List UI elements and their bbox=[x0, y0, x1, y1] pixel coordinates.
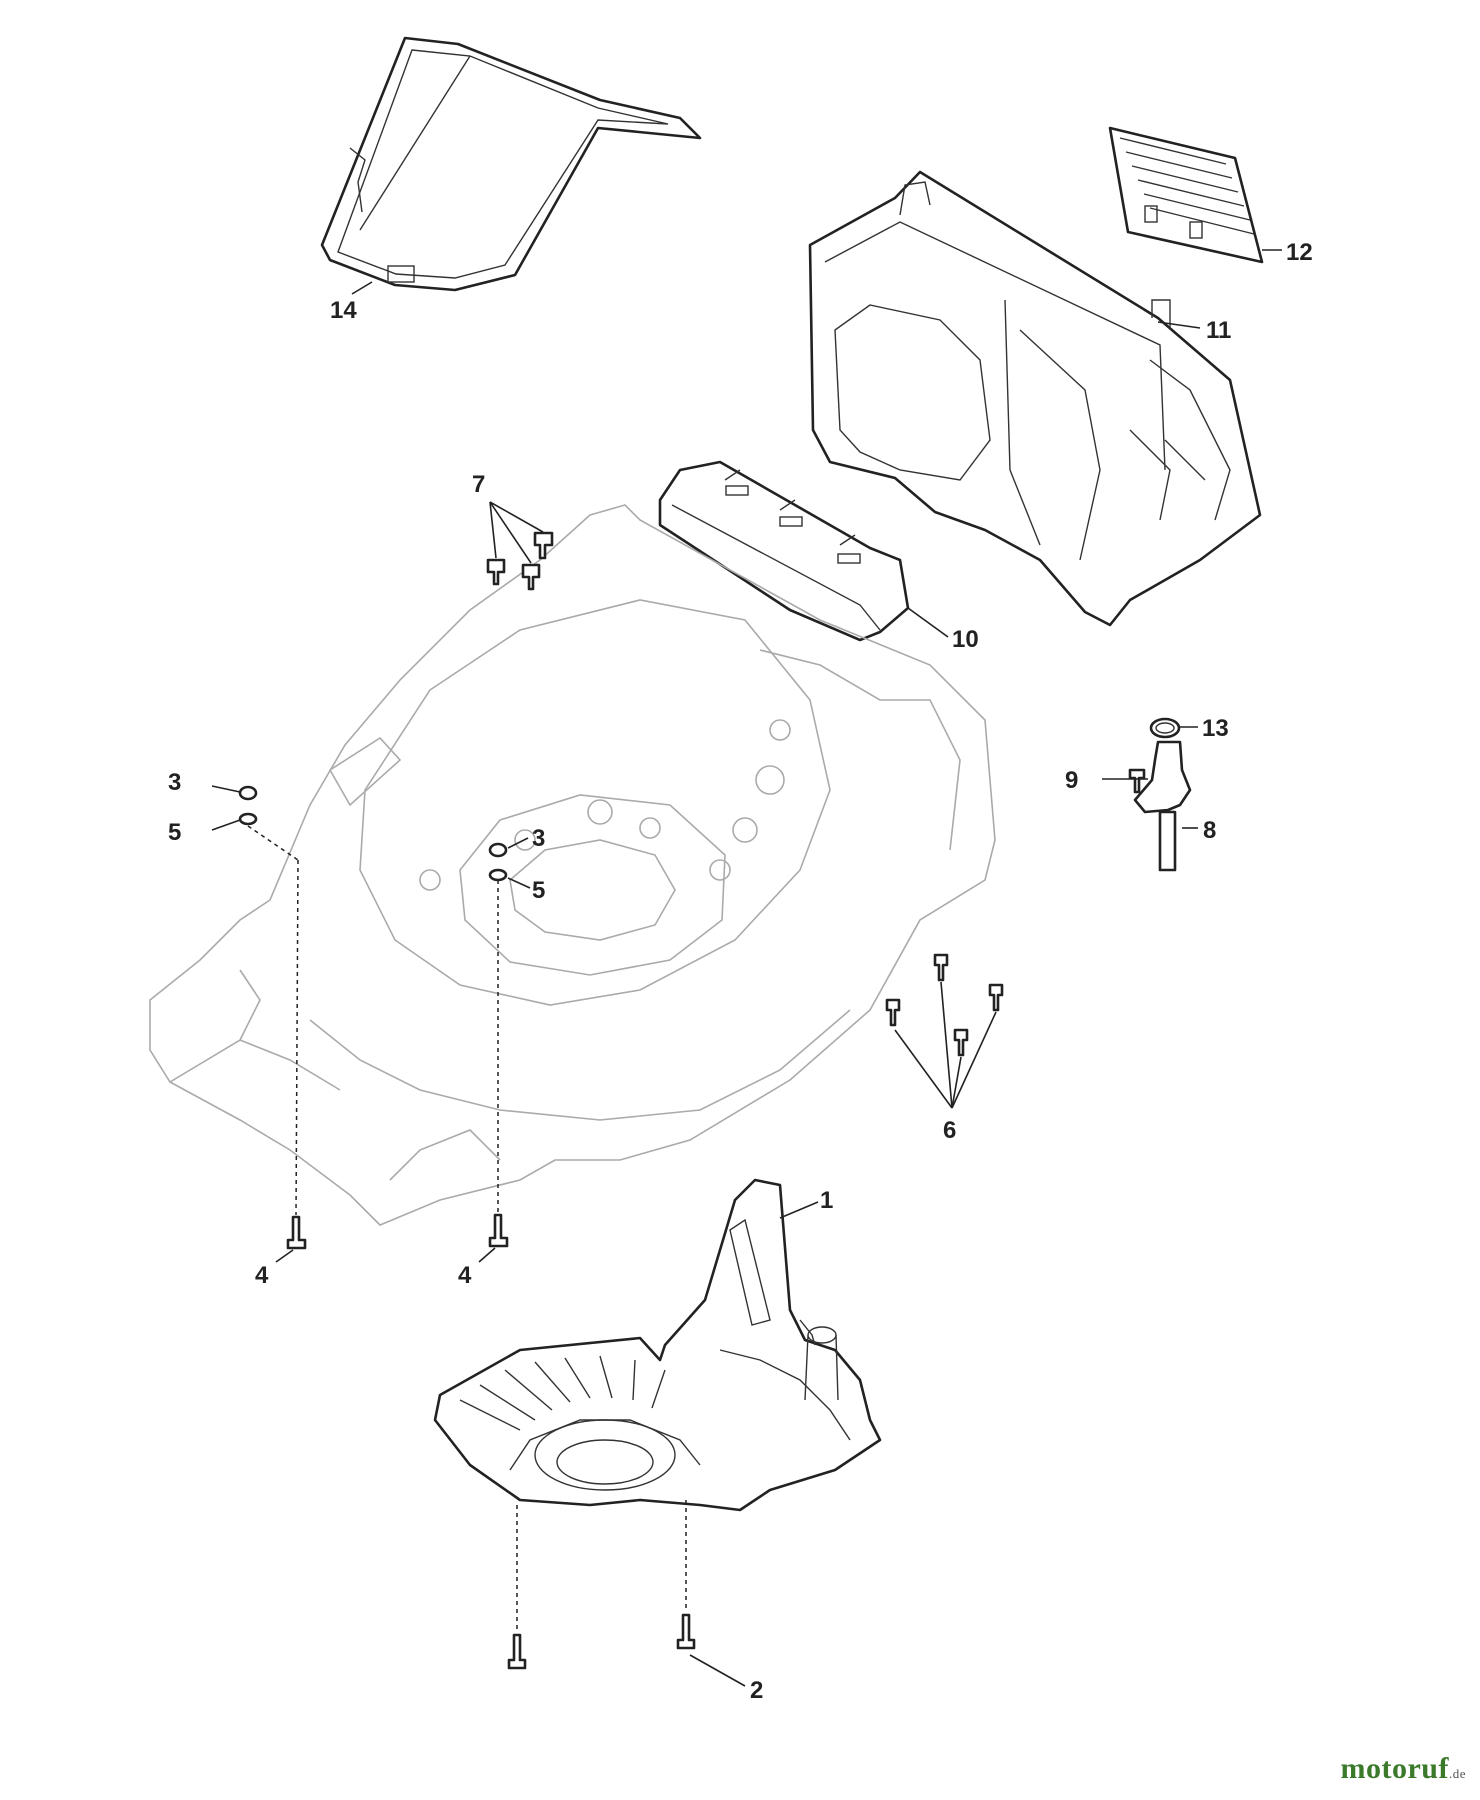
callout-11: 11 bbox=[1206, 317, 1231, 344]
callout-10: 10 bbox=[952, 626, 979, 653]
part-2-screws bbox=[507, 1613, 696, 1670]
watermark-brand: motoruf bbox=[1340, 1752, 1449, 1785]
callout-12: 12 bbox=[1286, 239, 1313, 266]
part-12-grille bbox=[1108, 126, 1264, 264]
callout-9: 9 bbox=[1065, 767, 1078, 794]
callout-5-left: 5 bbox=[168, 819, 181, 846]
callout-4-center: 4 bbox=[458, 1262, 472, 1289]
leader-lines bbox=[211, 249, 1282, 1687]
callout-4-left: 4 bbox=[255, 1262, 269, 1289]
watermark-logo: motoruf.de bbox=[1340, 1752, 1466, 1786]
callout-8: 8 bbox=[1203, 817, 1216, 844]
part-14-catcher-frame bbox=[320, 36, 702, 292]
callout-1: 1 bbox=[820, 1187, 833, 1214]
part-7-screws bbox=[486, 531, 554, 591]
callout-3-left: 3 bbox=[168, 769, 181, 796]
part-1-blade-housing bbox=[433, 1178, 882, 1512]
part-8-9-13-adjuster bbox=[1128, 717, 1192, 872]
callout-5-center: 5 bbox=[532, 877, 545, 904]
mower-deck bbox=[149, 504, 996, 1226]
callout-3-center: 3 bbox=[532, 825, 545, 852]
watermark-suffix: .de bbox=[1448, 1766, 1466, 1781]
callout-7: 7 bbox=[472, 471, 485, 498]
callout-6: 6 bbox=[943, 1117, 956, 1144]
callout-2: 2 bbox=[750, 1677, 763, 1704]
callout-13: 13 bbox=[1202, 715, 1229, 742]
part-6-screws bbox=[885, 953, 1004, 1057]
fasteners-left bbox=[238, 785, 307, 1250]
part-11-rear-housing bbox=[808, 170, 1262, 627]
callout-14: 14 bbox=[330, 297, 357, 324]
fasteners-center bbox=[488, 842, 509, 1248]
callout-labels: 14 12 11 7 10 13 9 8 3 5 3 5 6 4 4 1 2 bbox=[168, 239, 1313, 1704]
